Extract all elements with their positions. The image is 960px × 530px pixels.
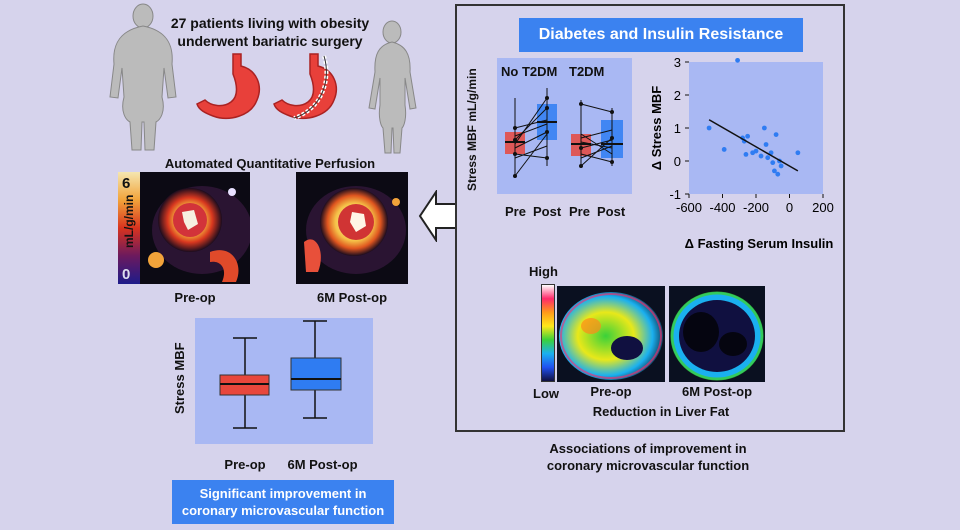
scatter-point [795, 150, 801, 156]
conclusion-line-2: coronary microvascular function [181, 503, 385, 518]
paired-tick-post-1: Post [533, 204, 562, 219]
associations-line-1: Associations of improvement in [549, 441, 747, 456]
paired-chart [505, 88, 623, 178]
liver-caption: Reduction in Liver Fat [592, 404, 730, 419]
paired-ylabel: Stress MBF mL/g/min [465, 68, 479, 191]
scatter-marks [706, 58, 801, 177]
associations-caption: Associations of improvement in coronary … [478, 440, 818, 474]
scale-max-label: 6 [122, 175, 131, 192]
perfusion-pre-label: Pre-op [174, 290, 216, 305]
x-tick-label: -200 [743, 200, 769, 215]
scatter-ylabel: Δ Stress MBF [649, 86, 664, 171]
diabetes-banner: Diabetes and Insulin Resistance [519, 18, 803, 52]
conclusion-line-1: Significant improvement in [199, 486, 367, 501]
scatter-point [743, 152, 749, 157]
associations-panel: Diabetes and Insulin Resistance Stress M… [455, 4, 845, 432]
paired-tick-pre-1: Pre [505, 204, 526, 219]
paired-tick-post-2: Post [597, 204, 626, 219]
cohort-line-2: underwent bariatric surgery [177, 33, 363, 49]
scatter-point [721, 147, 727, 152]
scatter-point [735, 58, 740, 63]
x-tick-label: -600 [676, 200, 702, 215]
boxplot-pre-label: Pre-op [224, 457, 266, 472]
scatter-point [753, 148, 759, 154]
x-tick-label: -400 [709, 200, 735, 215]
y-tick-label: 0 [674, 154, 681, 169]
scatter-point [758, 153, 764, 159]
trend-line [708, 119, 799, 172]
x-tick-label: 0 [786, 200, 793, 215]
boxplot-ylabel: Stress MBF [172, 342, 187, 414]
perfusion-post-label: 6M Post-op [316, 290, 388, 305]
conclusion-banner: Significant improvement in coronary micr… [172, 480, 394, 524]
perfusion-image-post [296, 172, 408, 284]
left-arrow-icon [418, 190, 456, 242]
associations-line-2: coronary microvascular function [546, 458, 750, 473]
stomach-icon [196, 53, 261, 120]
y-tick-label: 3 [674, 58, 681, 70]
liver-image-pre [557, 286, 665, 382]
scatter-point [745, 133, 751, 139]
scale-min-label: 0 [122, 266, 131, 283]
patient-obese-icon [109, 3, 177, 151]
liver-color-scale [541, 284, 555, 382]
boxplot-box-post [290, 357, 342, 391]
y-tick-label: 1 [674, 121, 681, 136]
patient-after-icon [368, 20, 417, 154]
scatter-point [765, 155, 771, 161]
scatter-point [773, 132, 779, 137]
scatter-point [775, 171, 781, 177]
liver-scale-high: High [529, 264, 558, 279]
scatter-point [772, 168, 777, 174]
y-tick-label: -1 [669, 187, 681, 202]
scatter-point [770, 160, 776, 166]
cohort-line-1: 27 patients living with obesity [170, 15, 370, 31]
scatter-axes: -600 -400 -200 0 200 -1 0 1 2 3 [669, 58, 833, 215]
boxplot-chart [219, 320, 342, 429]
scatter-point [706, 125, 712, 131]
scale-unit-label: mL/g/min [122, 194, 136, 248]
scatter-point [763, 142, 769, 147]
paired-tick-pre-2: Pre [569, 204, 590, 219]
cohort-description: 27 patients living with obesity underwen… [160, 14, 380, 50]
scatter-point [778, 163, 784, 169]
sleeve-stomach-icon [273, 53, 338, 120]
scatter-xlabel: Δ Fasting Serum Insulin [685, 236, 834, 251]
liver-post-label: 6M Post-op [681, 384, 753, 399]
perfusion-image-pre [140, 172, 250, 284]
liver-image-post [669, 286, 765, 382]
scatter-point [761, 125, 767, 131]
liver-scale-low: Low [533, 386, 559, 401]
scatter-chart: -600 -400 -200 0 200 -1 0 1 2 3 Δ Fasting Serum I… [649, 58, 834, 251]
perfusion-title: Automated Quantitative Perfusion [164, 156, 376, 171]
boxplot-post-label: 6M Post-op [287, 457, 358, 472]
paired-group-t2dm: T2DM [569, 64, 605, 79]
perfusion-color-scale [118, 172, 140, 284]
x-tick-label: 200 [812, 200, 834, 215]
y-tick-label: 2 [674, 88, 681, 103]
liver-pre-label: Pre-op [590, 384, 632, 399]
paired-group-no-t2dm: No T2DM [501, 64, 558, 79]
